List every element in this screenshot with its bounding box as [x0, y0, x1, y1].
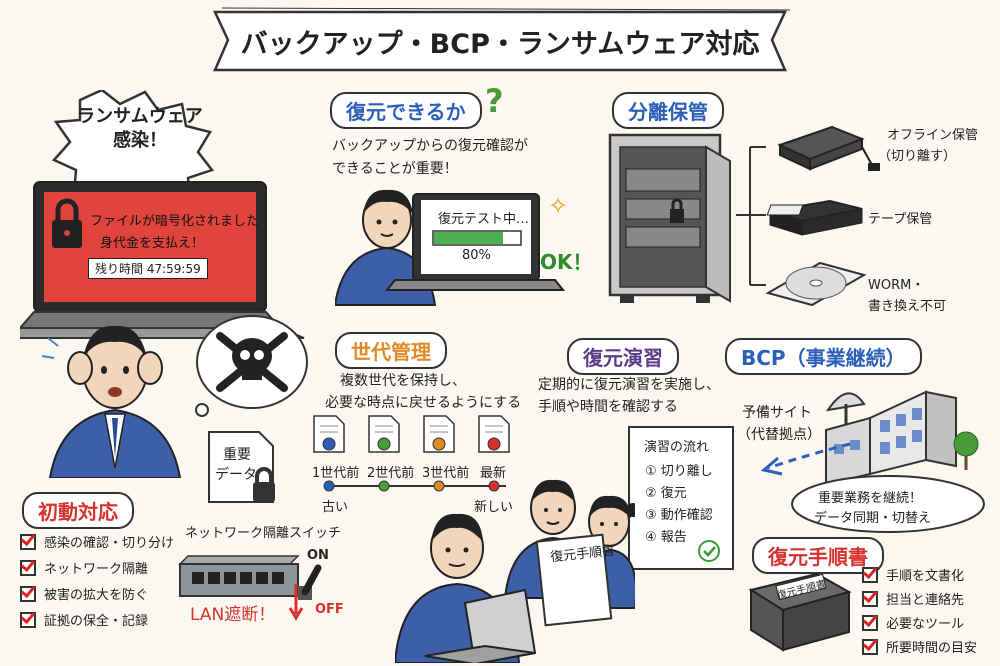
- offline-storage-label2: （切り離す）: [878, 149, 957, 164]
- drill-title: 復元演習: [567, 338, 679, 375]
- backup-site-label2: （代替拠点）: [737, 427, 821, 443]
- bcp-bubble-line1: 重要業務を継続！: [818, 491, 923, 506]
- sparkle-icon: ✧: [548, 192, 569, 220]
- tape-cartridge-icon: [766, 199, 863, 236]
- drill-flow-step: ④ 報告: [645, 530, 687, 545]
- backup-document-icon: [313, 415, 345, 453]
- checkbox-icon: [20, 533, 36, 550]
- generation-label-2: 2世代前: [367, 466, 415, 481]
- initial-response-item: 感染の確認・切り分け: [20, 532, 174, 551]
- drill-flow-step: ① 切り離し: [645, 464, 713, 479]
- lan-cut-label: LAN遮断！: [190, 605, 276, 625]
- switch-on-label: ON: [307, 548, 329, 563]
- timeline-new-label: 新しい: [474, 500, 514, 515]
- restore-check-title: 復元できるか: [330, 92, 482, 129]
- drill-flow-step: ② 復元: [645, 486, 687, 501]
- worm-label1: WORM・: [868, 278, 925, 293]
- switch-label: ネットワーク隔離スイッチ: [185, 526, 342, 541]
- separate-storage-title: 分離保管: [612, 92, 724, 129]
- countdown-timer: 残り時間 47:59:59: [88, 258, 208, 279]
- switch-lever: [298, 564, 322, 600]
- ransomware-badge: ランサムウェア 感染！: [77, 106, 203, 151]
- worried-man-illustration: [41, 325, 182, 478]
- generation-timeline: [313, 415, 510, 492]
- failover-arrow: [760, 442, 851, 476]
- lock-icon: [52, 198, 82, 248]
- generation-title: 世代管理: [335, 332, 447, 369]
- tree-icon: [953, 431, 979, 470]
- offline-storage-label1: オフライン保管: [887, 128, 979, 143]
- backup-site-building: [825, 390, 979, 486]
- backup-document-icon: [368, 415, 400, 453]
- safe-lock-icon: [670, 198, 684, 223]
- manual-item: 担当と連絡先: [862, 589, 964, 608]
- tape-storage-label: テープ保管: [868, 212, 933, 227]
- timeline-old-label: 古い: [322, 500, 349, 515]
- timeline-dot: [378, 480, 390, 492]
- file-label-2: データ: [215, 467, 257, 483]
- external-drive-icon: [777, 125, 880, 171]
- manual-item: 必要なツール: [862, 613, 964, 632]
- checkbox-icon: [862, 638, 878, 655]
- manual-item: 手順を文書化: [862, 565, 964, 584]
- restore-test-status: 復元テスト中…: [438, 212, 530, 227]
- important-data-file: [208, 431, 275, 503]
- checkbox-icon: [862, 614, 878, 631]
- drill-flow-step: ③ 動作確認: [645, 508, 713, 523]
- backup-site-label1: 予備サイト: [742, 405, 812, 421]
- generation-line2: 必要な時点に戻せるようにする: [325, 395, 522, 411]
- drill-flow-card: [628, 426, 734, 570]
- initial-response-item: 証拠の保全・記録: [20, 610, 148, 629]
- timeline-dot: [323, 480, 335, 492]
- thought-bubble: [195, 315, 308, 417]
- manual-item: 所要時間の目安: [862, 637, 977, 656]
- checkbox-icon: [862, 590, 878, 607]
- check-circle-icon: [698, 540, 720, 562]
- padlock-icon: [253, 467, 275, 502]
- optical-disc-icon: [765, 261, 867, 307]
- restore-check-line1: バックアップからの復元確認が: [332, 138, 528, 154]
- screen-message-1: ファイルが暗号化されました: [90, 214, 260, 229]
- generation-label-3: 3世代前: [422, 466, 470, 481]
- backup-document-icon: [423, 415, 455, 453]
- initial-response-title: 初動対応: [22, 492, 134, 529]
- restore-progress-bar: [432, 230, 522, 246]
- page-title: バックアップ・BCP・ランサムウェア対応: [240, 29, 760, 60]
- drill-team-illustration: [395, 479, 635, 663]
- screen-message-2: 身代金を支払え！: [100, 236, 205, 251]
- backup-document-icon: [478, 415, 510, 453]
- timeline-dot: [488, 480, 500, 492]
- safe-storage-illustration: [608, 125, 880, 307]
- checkbox-icon: [20, 559, 36, 576]
- checkbox-icon: [862, 566, 878, 583]
- generation-label-1: 1世代前: [312, 466, 360, 481]
- ok-label: OK！: [540, 250, 593, 274]
- network-switch: [178, 555, 322, 621]
- timeline-dot: [433, 480, 445, 492]
- bcp-title: BCP（事業継続）: [725, 338, 922, 375]
- title-banner: [213, 7, 791, 72]
- bcp-speech-bubble: [791, 475, 985, 533]
- drill-line1: 定期的に復元演習を実施し、: [538, 377, 720, 393]
- initial-response-item: 被害の拡大を防ぐ: [20, 584, 148, 603]
- restore-check-line2: できることが重要！: [332, 161, 458, 177]
- initial-response-item: ネットワーク隔離: [20, 558, 148, 577]
- generation-label-4: 最新: [480, 466, 507, 481]
- question-mark-icon: ?: [485, 82, 504, 120]
- skull-icon: [216, 332, 288, 392]
- manual-binder: [748, 572, 852, 652]
- checkbox-icon: [20, 611, 36, 628]
- restore-progress-text: 80%: [462, 248, 491, 263]
- checkbox-icon: [20, 585, 36, 602]
- drill-flow-title: 演習の流れ: [644, 440, 710, 455]
- drill-line2: 手順や時間を確認する: [538, 399, 678, 415]
- file-label-1: 重要: [223, 447, 251, 463]
- bcp-bubble-line2: データ同期・切替え: [814, 511, 932, 526]
- switch-off-label: OFF: [315, 602, 344, 617]
- generation-line1: 複数世代を保持し、: [340, 373, 466, 389]
- worm-label2: 書き換え不可: [868, 299, 947, 314]
